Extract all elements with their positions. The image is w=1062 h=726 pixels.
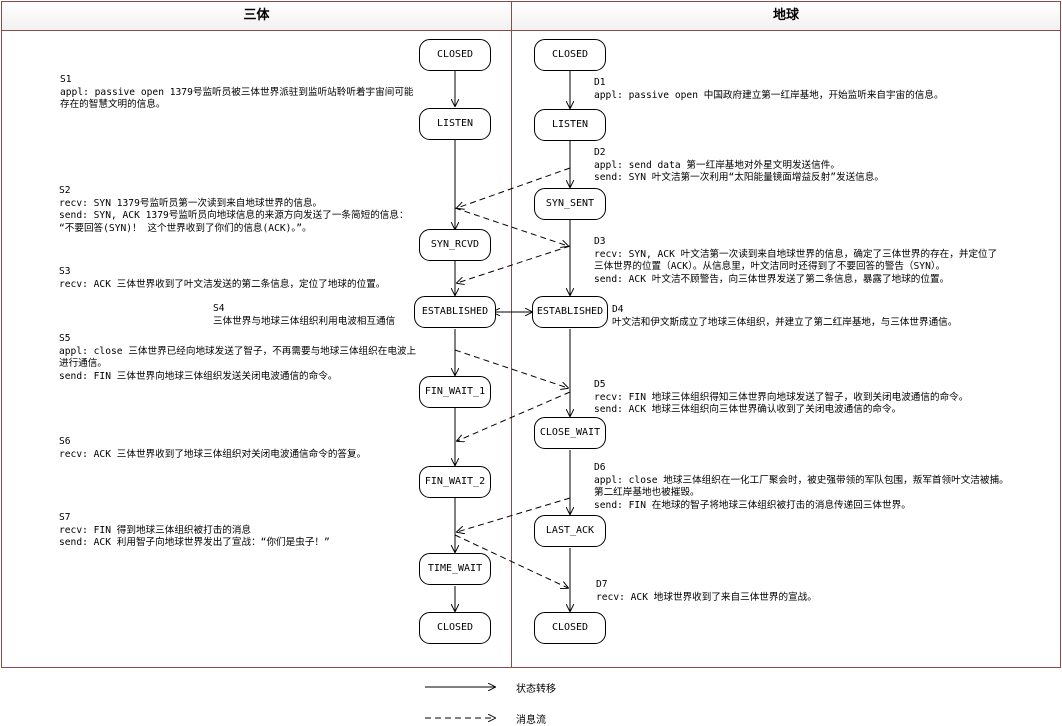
state-syn-rcvd: SYN_RCVD bbox=[419, 229, 491, 261]
state-time-wait: TIME_WAIT bbox=[419, 553, 491, 585]
legend-message-label: 消息流 bbox=[516, 715, 546, 726]
state-closed-trisolaris: CLOSED bbox=[419, 39, 491, 71]
message-arrows bbox=[454, 167, 571, 588]
annotation-s5: S5 appl: close 三体世界已经向地球发送了智子，不再需要与地球三体组… bbox=[59, 333, 417, 382]
state-closed-final-trisolaris: CLOSED bbox=[419, 612, 491, 644]
annotation-s1: S1 appl: passive open 1379号监听员被三体世界派驻到监听… bbox=[60, 74, 414, 110]
annotation-d5: D5 recv: FIN 地球三体组织得知三体世界向地球发送了智子，收到关闭电波… bbox=[594, 379, 969, 415]
state-established-trisolaris: ESTABLISHED bbox=[414, 296, 496, 328]
lane-earth: 地球 bbox=[511, 1, 1061, 668]
state-listen-trisolaris: LISTEN bbox=[419, 108, 491, 140]
annotation-d7: D7 recv: ACK 地球世界收到了来自三体世界的宣战。 bbox=[596, 579, 817, 603]
legend-transition-label: 状态转移 bbox=[516, 684, 556, 695]
annotation-d1: D1 appl: passive open 中国政府建立第一红岸基地，开始监听来… bbox=[594, 77, 944, 101]
annotation-s2: S2 recv: SYN 1379号监听员第一次读到来自地球世界的信息。 sen… bbox=[59, 185, 409, 234]
annotation-s7: S7 recv: FIN 得到地球三体组织被打击的消息 send: ACK 利用… bbox=[59, 512, 330, 548]
annotation-d6: D6 appl: close 地球三体组织在一化工厂聚会时，被史强带领的军队包围… bbox=[594, 462, 1009, 511]
state-last-ack: LAST_ACK bbox=[534, 515, 606, 547]
annotation-d4: D4 叶文洁和伊文斯成立了地球三体组织，并建立了第二红岸基地，与三体世界通信。 bbox=[612, 304, 958, 328]
state-fin-wait-2: FIN_WAIT_2 bbox=[419, 466, 491, 498]
state-established-earth: ESTABLISHED bbox=[532, 296, 608, 328]
state-syn-sent: SYN_SENT bbox=[534, 188, 606, 220]
lane-title-earth: 地球 bbox=[512, 2, 1060, 31]
annotation-s6: S6 recv: ACK 三体世界收到了地球三体组织对关闭电波通信命令的答复。 bbox=[59, 436, 367, 460]
lane-trisolaris: 三体 bbox=[1, 1, 512, 668]
annotation-d3: D3 recv: SYN, ACK 叶文洁第一次读到来自地球世界的信息，确定了三… bbox=[594, 236, 998, 285]
state-close-wait: CLOSE_WAIT bbox=[534, 417, 606, 449]
annotation-s3: S3 recv: ACK 三体世界收到了叶文洁发送的第二条信息，定位了地球的位置… bbox=[59, 266, 386, 290]
legend-lines bbox=[425, 687, 495, 718]
transition-arrows bbox=[455, 71, 570, 611]
annotation-s4: S4 三体世界与地球三体组织利用电波相互通信 bbox=[213, 303, 396, 327]
message-arrow-ack2 bbox=[457, 391, 571, 441]
state-listen-earth: LISTEN bbox=[534, 109, 606, 141]
state-closed-final-earth: CLOSED bbox=[534, 612, 606, 644]
annotation-d2: D2 appl: send data 第一红岸基地对外星文明发送信件。 send… bbox=[594, 147, 884, 183]
state-fin-wait-1: FIN_WAIT_1 bbox=[419, 376, 491, 408]
state-closed-earth: CLOSED bbox=[534, 39, 606, 71]
message-arrow-ack3 bbox=[454, 534, 568, 588]
lane-title-trisolaris: 三体 bbox=[2, 2, 511, 31]
